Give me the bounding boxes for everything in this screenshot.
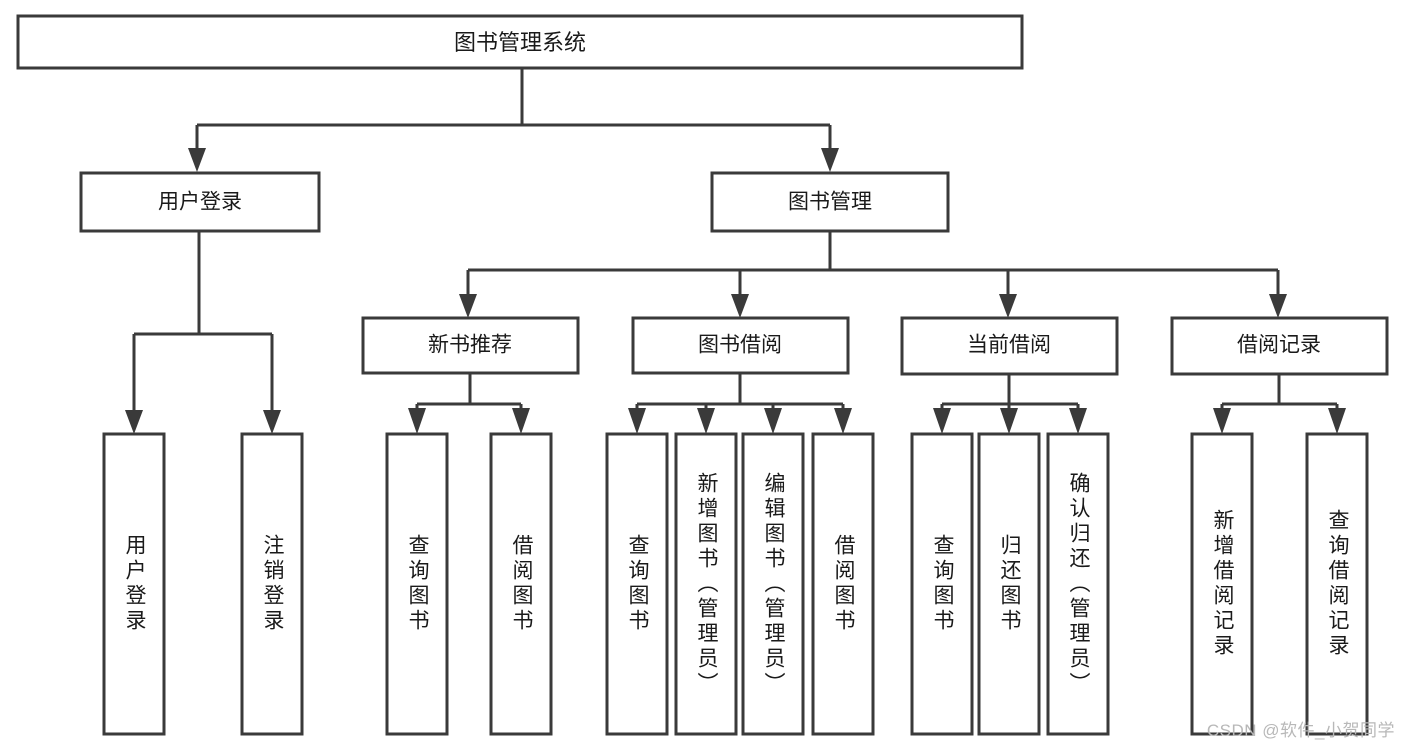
node-new-book-recommend[interactable]: 新书推荐 (361, 316, 580, 375)
node-book-management[interactable]: 图书管理 (710, 171, 950, 233)
node-root-label: 图书管理系统 (454, 30, 586, 55)
arrow-borrow-record-leaf-2 (1328, 408, 1346, 434)
node-new-book-recommend-label: 新书推荐 (428, 334, 512, 357)
arrow-user-login-leaf-2 (263, 410, 281, 434)
arrow-root-to-book-management (821, 148, 839, 172)
node-book-management-label: 图书管理 (788, 191, 872, 214)
arrow-new-book-leaf-2 (512, 408, 530, 434)
arrow-borrow-record-leaf-1 (1213, 408, 1231, 434)
leaf-box-new-book-1[interactable] (385, 432, 449, 736)
arrow-book-borrow-leaf-1 (628, 408, 646, 434)
connector-layer (125, 68, 1346, 434)
leaf-box-new-book-2[interactable] (489, 432, 553, 736)
leaf-box-current-borrow-3[interactable] (1046, 432, 1110, 736)
arrow-bm-to-new-book-recommend (459, 294, 477, 318)
node-book-borrow[interactable]: 图书借阅 (631, 316, 850, 375)
arrow-current-borrow-leaf-2 (1000, 408, 1018, 434)
node-root[interactable]: 图书管理系统 (16, 14, 1024, 70)
arrow-book-borrow-leaf-2 (697, 408, 715, 434)
arrow-bm-to-borrow-record (1269, 294, 1287, 318)
leaf-box-current-borrow-1[interactable] (910, 432, 974, 736)
leaf-box-current-borrow-2[interactable] (977, 432, 1041, 736)
leaf-box-borrow-record-1[interactable] (1190, 432, 1254, 736)
leaf-box-user-login-2[interactable] (240, 432, 304, 736)
arrow-new-book-leaf-1 (408, 408, 426, 434)
node-current-borrow[interactable]: 当前借阅 (900, 316, 1119, 376)
arrow-bm-to-current-borrow (999, 294, 1017, 318)
leaf-box-layer (102, 432, 1369, 736)
leaf-box-book-borrow-3[interactable] (741, 432, 805, 736)
leaf-box-user-login-1[interactable] (102, 432, 166, 736)
node-user-login-label: 用户登录 (158, 191, 242, 214)
node-borrow-record[interactable]: 借阅记录 (1170, 316, 1389, 376)
arrow-current-borrow-leaf-3 (1069, 408, 1087, 434)
csdn-watermark: CSDN @软件_小贺同学 (1206, 721, 1395, 740)
arrow-current-borrow-leaf-1 (933, 408, 951, 434)
leaf-box-borrow-record-2[interactable] (1305, 432, 1369, 736)
node-borrow-record-label: 借阅记录 (1237, 334, 1321, 357)
node-current-borrow-label: 当前借阅 (967, 334, 1051, 357)
arrow-bm-to-book-borrow (731, 294, 749, 318)
leaf-box-book-borrow-4[interactable] (811, 432, 875, 736)
leaf-box-book-borrow-1[interactable] (605, 432, 669, 736)
node-book-management-box[interactable] (710, 171, 950, 233)
node-user-login[interactable]: 用户登录 (79, 171, 321, 233)
node-book-borrow-label: 图书借阅 (698, 334, 782, 357)
arrow-book-borrow-leaf-3 (764, 408, 782, 434)
node-root-box[interactable] (16, 14, 1024, 70)
node-user-login-box[interactable] (79, 171, 321, 233)
arrow-user-login-leaf-1 (125, 410, 143, 434)
node-new-book-recommend-box[interactable] (361, 316, 580, 375)
arrow-book-borrow-leaf-4 (834, 408, 852, 434)
node-book-borrow-box[interactable] (631, 316, 850, 375)
node-current-borrow-box[interactable] (900, 316, 1119, 376)
arrow-root-to-user-login (188, 148, 206, 172)
leaf-box-book-borrow-2[interactable] (674, 432, 738, 736)
node-borrow-record-box[interactable] (1170, 316, 1389, 376)
